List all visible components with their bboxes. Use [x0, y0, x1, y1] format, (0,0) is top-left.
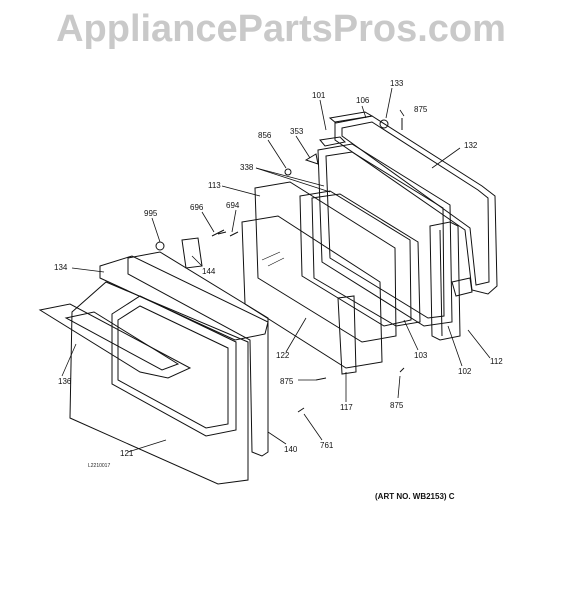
part-875-screw-b [315, 377, 327, 381]
part-875-screw-c [399, 367, 405, 373]
part-338-inner-glass [317, 143, 453, 327]
part-106-trim [328, 111, 374, 124]
callout-134: 134 [54, 263, 68, 272]
callout-117: 117 [340, 403, 353, 412]
part-121-outer-door [69, 281, 249, 485]
part-133-nut [379, 119, 389, 129]
part-694-screw [229, 231, 239, 237]
reference-code: L2210017 [88, 463, 111, 469]
callout-694: 694 [226, 201, 240, 210]
callout-761: 761 [320, 441, 334, 450]
part-132-door-frame [334, 115, 498, 295]
part-113-glass [254, 181, 421, 343]
part-101-vent [319, 136, 347, 147]
callout-144: 144 [202, 267, 216, 276]
part-122-glass [241, 215, 383, 369]
part-102-channel [429, 221, 461, 341]
callout-140: 140 [284, 445, 298, 454]
part-112-bracket [451, 277, 473, 297]
callout-112: 112 [490, 357, 503, 366]
part-696-screw [211, 229, 227, 237]
part-761-screw [297, 407, 305, 413]
callout-132: 132 [464, 141, 478, 150]
callout-102: 102 [458, 367, 472, 376]
part-136-handle [38, 303, 192, 379]
callout-122: 122 [276, 351, 290, 360]
callout-875-top: 875 [414, 105, 428, 114]
callout-106: 106 [356, 96, 370, 105]
callout-856: 856 [258, 131, 272, 140]
part-134-top-trim [99, 255, 269, 341]
callout-101: 101 [312, 91, 326, 100]
part-140-frame [127, 251, 269, 457]
callout-113: 113 [208, 181, 221, 190]
callout-353: 353 [290, 127, 304, 136]
part-856-screw [284, 168, 292, 176]
callout-338: 338 [240, 163, 254, 172]
part-117-strip [337, 295, 357, 375]
callout-696: 696 [190, 203, 204, 212]
watermark: AppliancePartsPros.com [56, 8, 506, 50]
part-353-clip [304, 153, 319, 165]
callout-875-right: 875 [390, 401, 404, 410]
callout-875-left: 875 [280, 377, 294, 386]
callout-995: 995 [144, 209, 158, 218]
leader-lines [61, 87, 491, 453]
callout-133: 133 [390, 79, 404, 88]
callout-labels: 133 101 106 875 856 353 132 338 113 995 … [54, 79, 503, 458]
callout-103: 103 [414, 351, 428, 360]
callout-136: 136 [58, 377, 72, 386]
callout-121: 121 [120, 449, 134, 458]
part-995-bumper [155, 241, 165, 251]
art-number: (ART NO. WB2153) C [375, 492, 455, 501]
